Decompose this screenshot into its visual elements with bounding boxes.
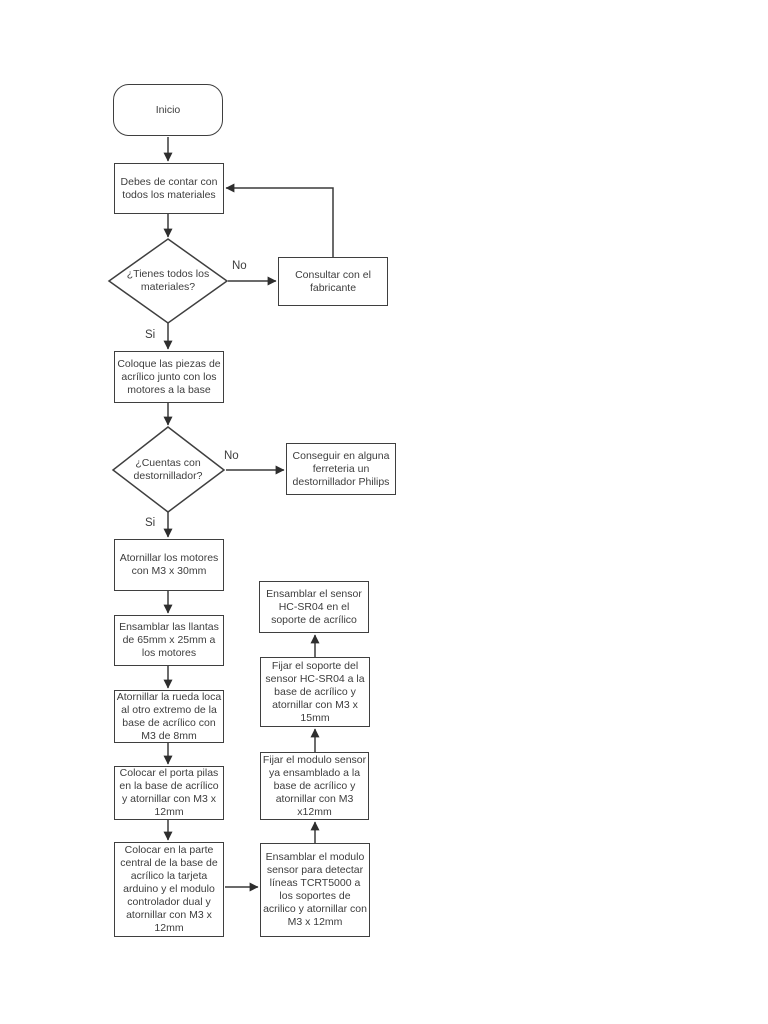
edge-label-si-screwdriver: Si: [145, 517, 156, 529]
node-fix-sensor-module: Fijar el modulo sensor ya ensamblado a l…: [260, 752, 369, 820]
edge-label-si-materials: Si: [145, 329, 156, 341]
node-get-screwdriver: Conseguir en alguna ferreteria un destor…: [286, 443, 396, 495]
node-place-arduino-board: Colocar en la parte central de la base d…: [114, 842, 224, 937]
decision-materials-shape: [107, 238, 229, 324]
node-assemble-hcsr04-sensor: Ensamblar el sensor HC-SR04 en el soport…: [259, 581, 369, 633]
node-assemble-line-sensor-module: Ensamblar el modulo sensor para detectar…: [260, 843, 370, 937]
node-place-acrylic-pieces: Coloque las piezas de acrílico junto con…: [114, 351, 224, 403]
edge-label-no-screwdriver: No: [224, 450, 239, 462]
node-fix-sensor-bracket: Fijar el soporte del sensor HC-SR04 a la…: [260, 657, 370, 727]
decision-materials-label: ¿Tienes todos los materiales?: [126, 268, 210, 293]
node-count-materials: Debes de contar con todos los materiales: [114, 163, 224, 214]
node-place-battery-holder: Colocar el porta pilas en la base de acr…: [114, 766, 224, 820]
decision-screwdriver-label: ¿Cuentas con destornillador?: [133, 457, 203, 482]
edge-label-no-materials: No: [232, 260, 247, 272]
node-screw-caster-wheel: Atornillar la rueda loca al otro extremo…: [114, 690, 224, 743]
node-consult-manufacturer: Consultar con el fabricante: [278, 257, 388, 306]
node-inicio: Inicio: [113, 84, 223, 136]
node-screw-motors: Atornillar los motores con M3 x 30mm: [114, 539, 224, 591]
arrow-consultar-feedback: [225, 183, 334, 257]
node-assemble-wheels: Ensamblar las llantas de 65mm x 25mm a l…: [114, 615, 224, 666]
decision-screwdriver-shape: [111, 426, 226, 513]
